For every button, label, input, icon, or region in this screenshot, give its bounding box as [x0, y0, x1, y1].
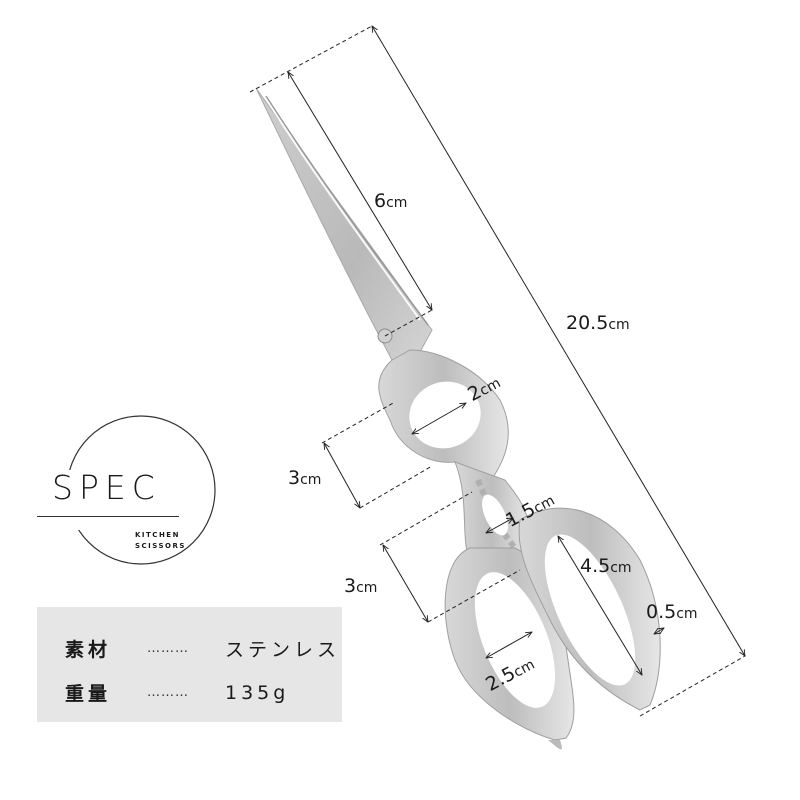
lower-left-height-label: 3cm [344, 575, 378, 597]
spec-row-material: 素材 ……… ステンレス [65, 635, 340, 662]
spec-key: 素材 [65, 639, 112, 661]
spec-subtitle: KITCHEN SCISSORS [135, 530, 186, 552]
spec-row-weight: 重量 ……… 135g [65, 679, 289, 706]
spec-leader-dots: ……… [147, 685, 189, 700]
spec-value: ステンレス [225, 639, 341, 661]
ring-thickness-label: 0.5cm [646, 601, 698, 623]
spec-table: 素材 ……… ステンレス 重量 ……… 135g [37, 607, 342, 722]
blade-length-label: 6cm [374, 190, 408, 212]
spec-value: 135g [225, 681, 290, 704]
spec-subtitle-line1: KITCHEN [135, 531, 180, 539]
spec-divider [37, 516, 179, 517]
spec-subtitle-line2: SCISSORS [135, 542, 186, 550]
lower-right-ring-length-label: 4.5cm [580, 555, 632, 577]
dimension-lines [249, 26, 745, 717]
spec-leader-dots: ……… [147, 641, 189, 656]
spec-title: SPEC [52, 468, 161, 507]
upper-ring-height-label: 3cm [288, 467, 322, 489]
spec-key: 重量 [65, 683, 112, 705]
total-length-label: 20.5cm [566, 312, 630, 334]
